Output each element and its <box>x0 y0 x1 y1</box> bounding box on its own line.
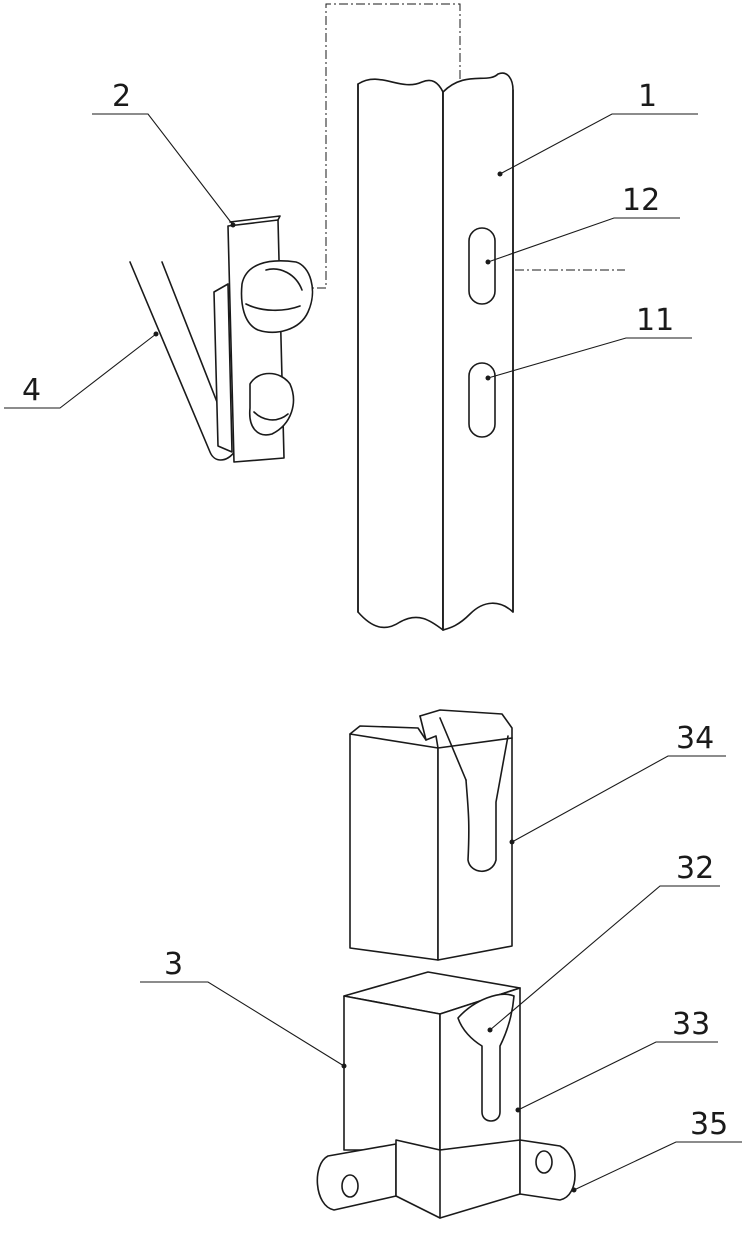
lower-hook <box>250 374 294 435</box>
upper-slot-12 <box>469 228 495 304</box>
label-12: 12 <box>622 183 660 218</box>
connector-plate-part-2 <box>214 216 312 462</box>
label-3: 3 <box>164 947 183 982</box>
socket-part-3 <box>317 972 575 1218</box>
label-1: 1 <box>638 79 657 114</box>
post-part-1 <box>358 73 513 630</box>
upper-hook <box>242 261 313 332</box>
label-33: 33 <box>672 1007 710 1042</box>
label-34: 34 <box>676 721 714 756</box>
label-11: 11 <box>636 303 674 338</box>
label-4: 4 <box>22 373 41 408</box>
base-flange-35 <box>317 1144 396 1210</box>
label-2: 2 <box>112 79 131 114</box>
label-32: 32 <box>676 851 714 886</box>
inner-sleeve-part-34 <box>350 710 512 960</box>
label-35: 35 <box>690 1107 728 1142</box>
lower-slot-11 <box>469 363 495 437</box>
